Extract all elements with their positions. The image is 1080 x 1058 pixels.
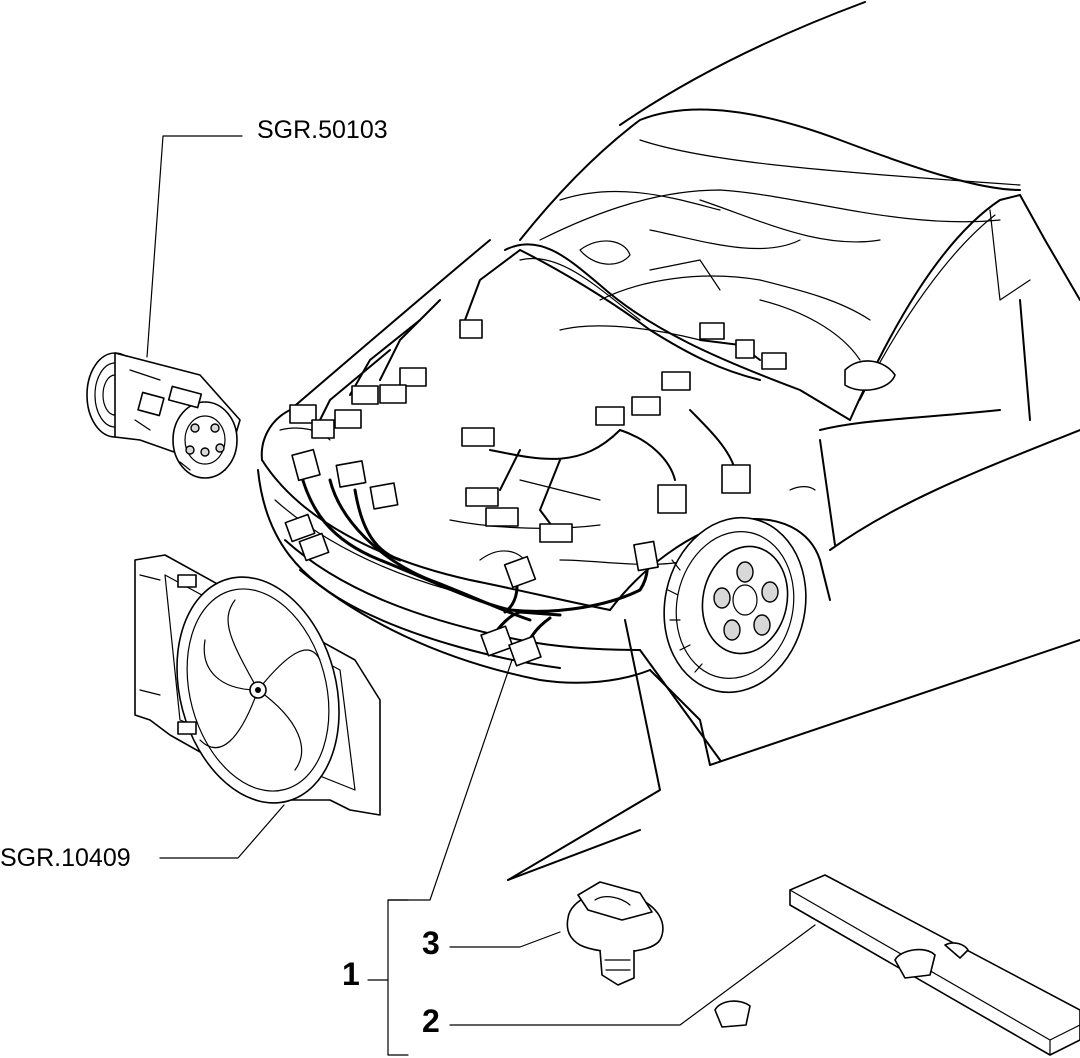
compressor-reference-label: SGR.50103 [257,116,388,144]
item-number-1: 1 [342,956,360,992]
front-wheel [663,516,807,694]
fastening-clip [449,881,664,986]
item-number-3: 3 [422,925,440,961]
radiator-fan [134,554,381,859]
item-1-bracket [367,619,661,1056]
ac-compressor [86,135,243,479]
item-number-2: 2 [422,1003,440,1039]
harness-channel [449,874,1080,1056]
car-body [257,1,1080,881]
fan-reference-label: SGR.10409 [0,844,131,872]
harness-connectors [284,319,787,667]
